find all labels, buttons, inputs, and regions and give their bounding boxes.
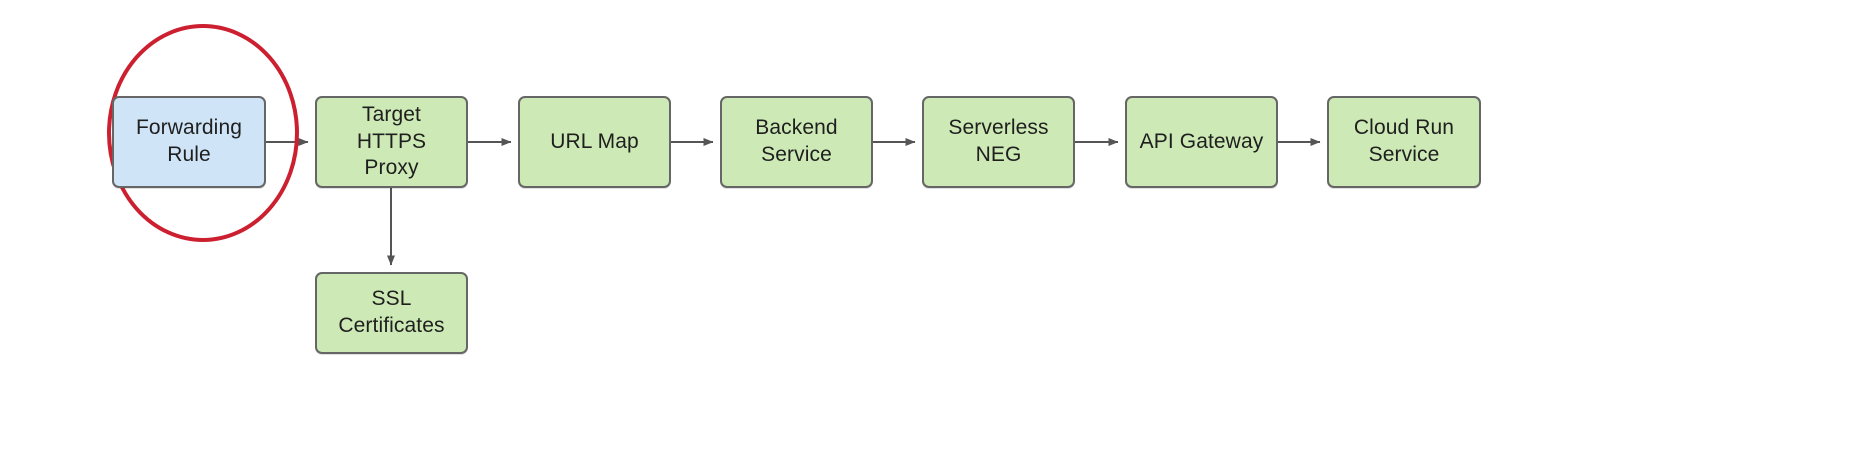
node-backend-service[interactable]: Backend Service	[720, 96, 873, 188]
node-target-https-proxy[interactable]: Target HTTPS Proxy	[315, 96, 468, 188]
node-serverless-neg[interactable]: Serverless NEG	[922, 96, 1075, 188]
node-label-ssl-certificates: SSL Certificates	[338, 287, 445, 337]
node-ssl-certificates[interactable]: SSL Certificates	[315, 272, 468, 354]
node-cloud-run-service[interactable]: Cloud Run Service	[1327, 96, 1481, 188]
node-label-serverless-neg: Serverless NEG	[948, 116, 1049, 166]
node-label-url-map: URL Map	[550, 129, 639, 153]
node-forwarding-rule[interactable]: Forwarding Rule	[112, 96, 266, 188]
node-label-forwarding-rule: Forwarding Rule	[135, 116, 243, 166]
node-api-gateway[interactable]: API Gateway	[1125, 96, 1278, 188]
node-url-map[interactable]: URL Map	[518, 96, 671, 188]
node-label-target-https-proxy: Target HTTPS Proxy	[356, 102, 427, 180]
node-label-backend-service: Backend Service	[755, 116, 838, 166]
node-label-cloud-run-service: Cloud Run Service	[1353, 116, 1455, 166]
node-label-api-gateway: API Gateway	[1139, 129, 1264, 153]
